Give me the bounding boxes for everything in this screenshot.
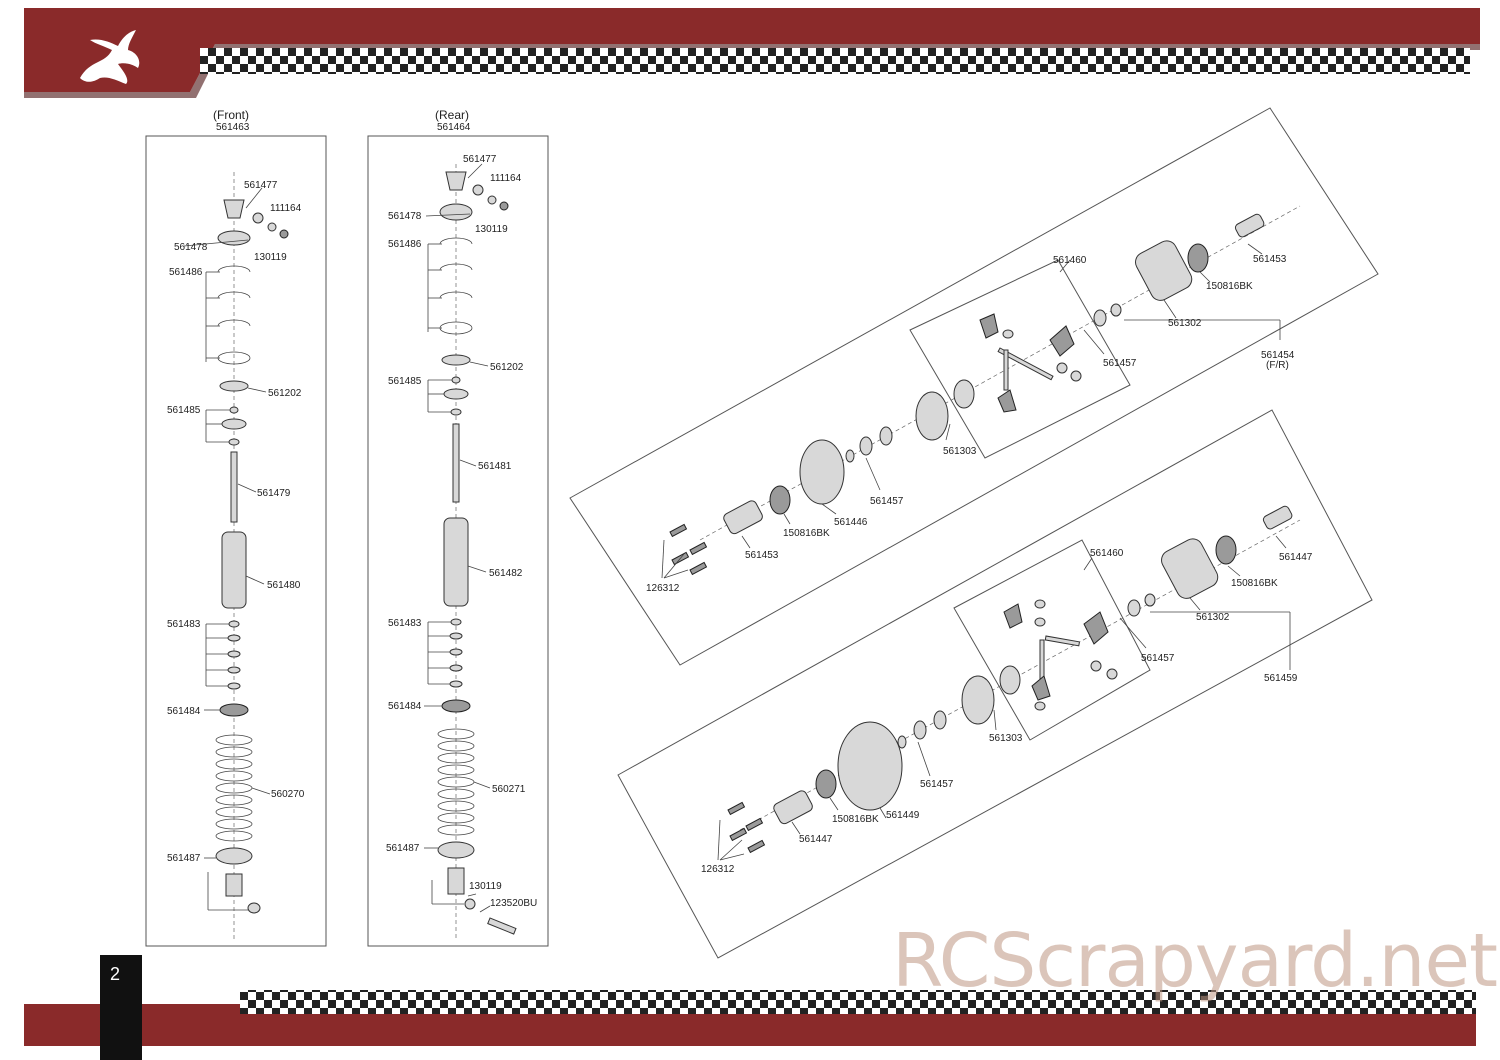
label: 126312 xyxy=(646,583,680,594)
front-part-no: 561463 xyxy=(216,122,250,133)
label: 561457 xyxy=(1103,358,1137,369)
label: 561303 xyxy=(943,446,977,457)
label: 561479 xyxy=(257,488,291,499)
label: 560270 xyxy=(271,789,305,800)
label: 561449 xyxy=(886,810,920,821)
label: 150816BK xyxy=(832,814,879,825)
label: 561457 xyxy=(870,496,904,507)
label: 561480 xyxy=(267,580,301,591)
label: 561457 xyxy=(1141,653,1175,664)
label: 130119 xyxy=(475,224,508,235)
label: 561303 xyxy=(989,733,1023,744)
label: 130119 xyxy=(469,881,502,892)
label: 561486 xyxy=(169,267,203,278)
label: 561483 xyxy=(167,619,201,630)
label: 123520BU xyxy=(490,898,537,909)
diff-top-labels: 561460 561453 150816BK 561302 561457 561… xyxy=(646,254,1295,594)
label: 561483 xyxy=(388,618,422,629)
label: 561481 xyxy=(478,461,512,472)
label: 561482 xyxy=(489,568,523,579)
label: 561485 xyxy=(388,376,422,387)
bottom-banner xyxy=(24,955,1476,1060)
label: 561478 xyxy=(388,211,422,222)
label: (F/R) xyxy=(1266,360,1289,371)
label: 561460 xyxy=(1053,255,1087,266)
dragon-logo-icon xyxy=(80,30,140,84)
label: 561484 xyxy=(167,706,201,717)
label: 561447 xyxy=(1279,552,1313,563)
label: 561302 xyxy=(1196,612,1230,623)
label: 111164 xyxy=(490,173,522,184)
page-number: 2 xyxy=(110,964,121,984)
diff-bottom-labels: 561460 561447 150816BK 561302 561457 561… xyxy=(701,548,1313,875)
rear-part-no: 561464 xyxy=(437,122,471,133)
label: 561202 xyxy=(268,388,302,399)
label: 130119 xyxy=(254,252,287,263)
label: 561457 xyxy=(920,779,954,790)
label: 561484 xyxy=(388,701,422,712)
label: 561460 xyxy=(1090,548,1124,559)
label: 150816BK xyxy=(1206,281,1253,292)
watermark-text: RCScrapyard.net xyxy=(892,918,1498,1004)
label: 560271 xyxy=(492,784,526,795)
front-shock-labels: (Front) 561463 561477 111164 561478 1301… xyxy=(167,108,305,864)
label: 561302 xyxy=(1168,318,1202,329)
top-banner xyxy=(24,8,1480,98)
label: 561477 xyxy=(244,180,278,191)
front-shock-diagram xyxy=(145,135,327,947)
label: 561453 xyxy=(745,550,779,561)
label: 126312 xyxy=(701,864,735,875)
label: 150816BK xyxy=(1231,578,1278,589)
diff-bottom-diagram xyxy=(617,409,1373,959)
rear-shock-labels: (Rear) 561464 561477 111164 561478 13011… xyxy=(386,108,537,909)
label: 561446 xyxy=(834,517,868,528)
rear-shock-diagram xyxy=(367,135,549,947)
label: 561459 xyxy=(1264,673,1298,684)
front-title: (Front) xyxy=(213,108,249,122)
rear-title: (Rear) xyxy=(435,108,469,122)
label: 561487 xyxy=(167,853,201,864)
label: 561485 xyxy=(167,405,201,416)
diff-top-diagram xyxy=(569,107,1379,666)
label: 561454 xyxy=(1261,350,1295,361)
label: 561487 xyxy=(386,843,420,854)
label: 561202 xyxy=(490,362,524,373)
label: 561478 xyxy=(174,242,208,253)
label: 111164 xyxy=(270,203,302,214)
label: 561447 xyxy=(799,834,833,845)
label: 561486 xyxy=(388,239,422,250)
label: 150816BK xyxy=(783,528,830,539)
label: 561477 xyxy=(463,154,497,165)
label: 561453 xyxy=(1253,254,1287,265)
